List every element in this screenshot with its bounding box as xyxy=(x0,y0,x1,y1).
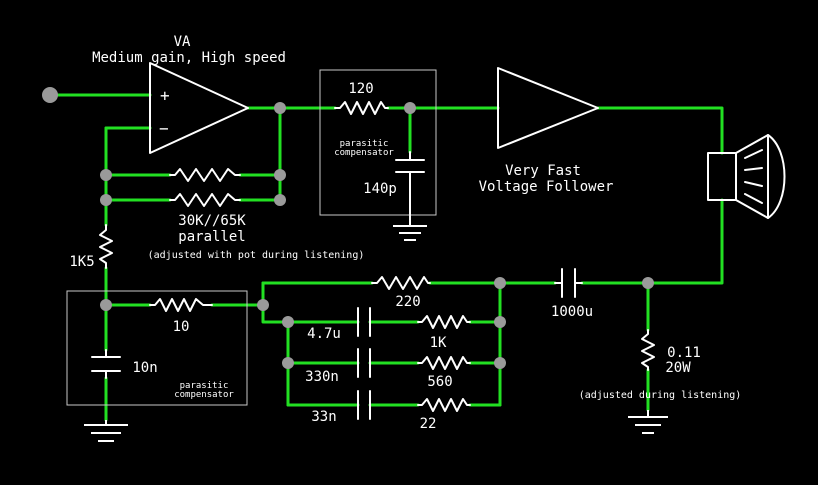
ground-icon xyxy=(628,410,668,434)
output-cap-label: 1000u xyxy=(551,304,593,320)
opamp-symbol[interactable]: + − xyxy=(149,62,249,154)
junction-node xyxy=(274,194,286,206)
branch-cap-label: 330n xyxy=(305,369,339,385)
opamp-plus-label: + xyxy=(160,86,170,105)
opamp-description-label: Medium gain, High speed xyxy=(92,50,286,66)
junction-node xyxy=(100,194,112,206)
sense-resistor-value: 0.11 xyxy=(667,345,701,361)
junction-node xyxy=(274,102,286,114)
compensator-resistor-10[interactable] xyxy=(149,298,213,312)
junction-node xyxy=(257,299,269,311)
junction-node xyxy=(100,299,112,311)
rc-branch-1: 4.7u 1K xyxy=(307,307,471,351)
feedback-compensator-subtitle: compensator xyxy=(174,390,234,400)
feedback-resistor-30k[interactable] xyxy=(169,168,241,182)
branch-res-label: 1K xyxy=(430,335,447,351)
feedback-resistor-65k[interactable] xyxy=(169,193,241,207)
follower-label-line1: Very Fast xyxy=(505,163,581,179)
junction-node xyxy=(642,277,654,289)
opamp-name-label: VA xyxy=(174,34,191,50)
junction-node xyxy=(282,316,294,328)
branch-cap-label: 4.7u xyxy=(307,326,341,342)
main-resistor-220[interactable] xyxy=(371,276,431,290)
branch-resistor[interactable] xyxy=(417,356,471,370)
rc-branch-2: 330n 560 xyxy=(305,348,471,390)
main-resistor-label: 220 xyxy=(395,294,420,310)
opamp-minus-label: − xyxy=(159,119,169,138)
junction-node xyxy=(282,357,294,369)
junction-node xyxy=(494,316,506,328)
junction-node xyxy=(494,357,506,369)
compensator-120-label: 120 xyxy=(348,81,373,97)
sense-resistor[interactable] xyxy=(641,329,655,371)
opamp-triangle xyxy=(149,62,249,154)
speaker-return-wire xyxy=(638,198,724,285)
compensator-140p-label: 140p xyxy=(363,181,397,197)
compensator-resistor-120[interactable] xyxy=(334,101,389,115)
feedback-compensator-box xyxy=(66,290,248,406)
gain-resistor-1k5[interactable] xyxy=(99,224,113,269)
follower-label-line2: Voltage Follower xyxy=(479,179,614,195)
junction-node xyxy=(404,102,416,114)
compensator-capacitor-10n[interactable] xyxy=(91,349,121,379)
branch-resistor[interactable] xyxy=(417,315,471,329)
speaker-icon[interactable] xyxy=(707,134,786,219)
junction-nodes xyxy=(42,87,654,369)
branch-bus-wire xyxy=(261,281,290,324)
ground-icon xyxy=(393,215,427,241)
compensator-10n-label: 10n xyxy=(132,360,157,376)
input-compensator-box xyxy=(319,69,437,216)
feedback-note: (adjusted with pot during listening) xyxy=(148,250,365,261)
feedback-parallel-label: parallel xyxy=(178,229,245,245)
input-terminal[interactable] xyxy=(42,87,58,103)
junction-node xyxy=(494,277,506,289)
sense-resistor-note: (adjusted during listening) xyxy=(579,390,742,401)
gain-resistor-label: 1K5 xyxy=(69,254,94,270)
branch-cap-label: 33n xyxy=(311,409,336,425)
input-compensator-subtitle: compensator xyxy=(334,148,394,158)
voltage-follower-buffer[interactable] xyxy=(497,67,599,149)
branch-res-label: 560 xyxy=(427,374,452,390)
junction-node xyxy=(100,169,112,181)
branch-resistor[interactable] xyxy=(417,398,471,412)
rc-branch-3: 33n 22 xyxy=(311,390,471,432)
branch-res-label: 22 xyxy=(420,416,437,432)
compensator-10-label: 10 xyxy=(173,319,190,335)
compensator-capacitor-140p[interactable] xyxy=(395,151,425,216)
junction-node xyxy=(274,169,286,181)
follower-output-wire xyxy=(596,106,724,155)
ground-icon xyxy=(84,420,128,442)
input-compensator-title: parasitic xyxy=(340,139,389,149)
feedback-compensator-title: parasitic xyxy=(180,381,229,391)
output-capacitor-1000u[interactable] xyxy=(554,268,583,298)
sense-resistor-power: 20W xyxy=(665,360,691,376)
feedback-resistors-label: 30K//65K xyxy=(178,213,246,229)
